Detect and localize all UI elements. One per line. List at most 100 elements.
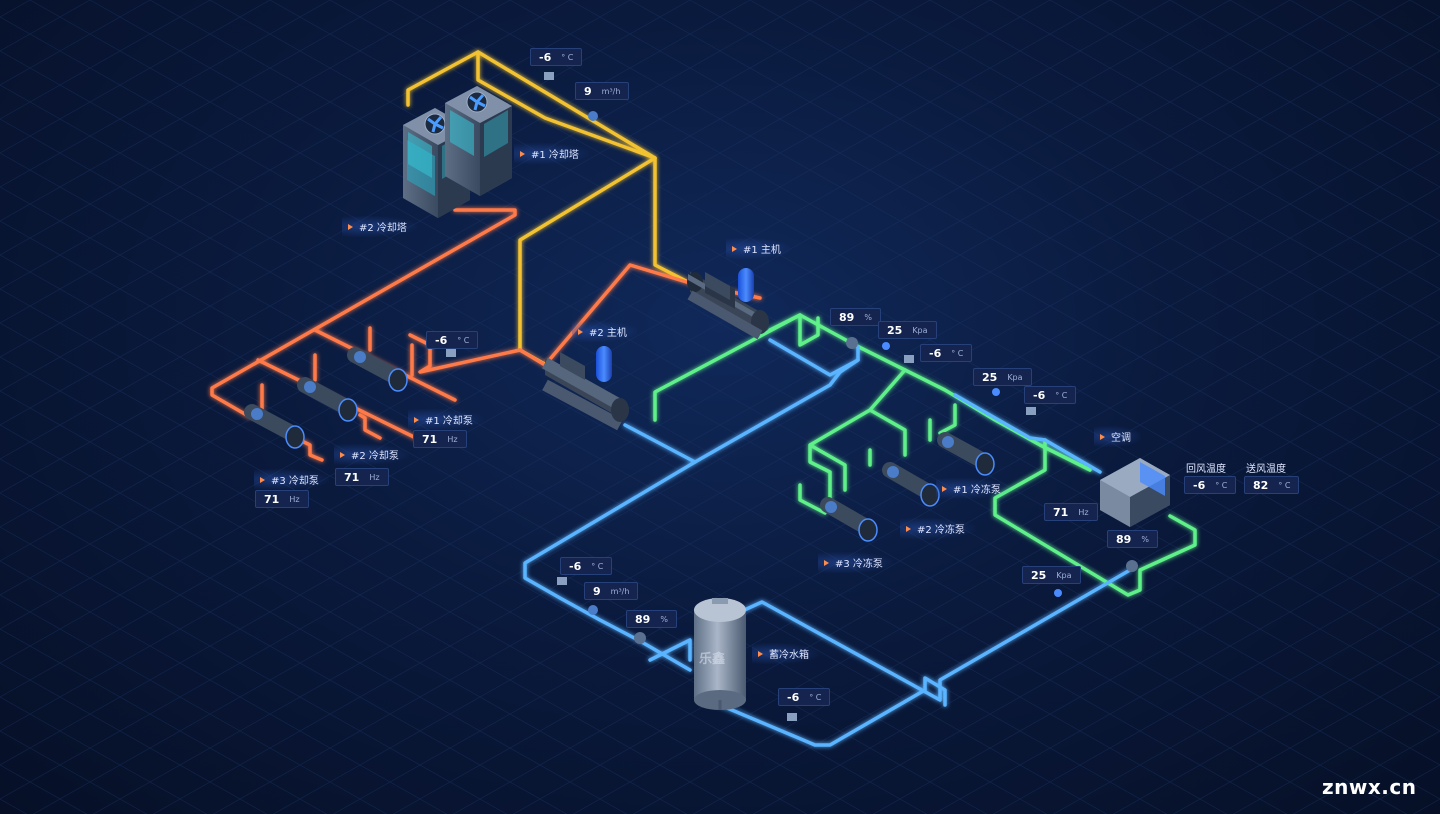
flow-meter-icon [588,111,598,121]
readout-value: 25 [982,370,998,384]
cooling-tower-1[interactable] [445,86,512,196]
label-chiller-2[interactable]: #2 主机 [572,321,637,342]
readout-value: 25 [887,323,903,337]
pipe-chilled-return-4 [738,568,1132,702]
readout-value: 82 [1253,478,1269,492]
cooling-pump-2[interactable] [297,377,358,422]
pressure-gauge-icon [1054,589,1062,597]
readout-ac-freq: 71 Hz [1044,503,1098,521]
return-air-title: 回风温度 [1186,464,1226,475]
label-storage-tank[interactable]: 蓄冷水箱 [752,643,819,664]
readout-value: -6 [1193,478,1206,492]
readout-tank-temp-top: -6° C [560,557,613,575]
readout-unit: % [1141,534,1149,544]
marker-icon [348,223,353,230]
cooling-pump-1[interactable] [347,347,408,392]
pressure-gauge-icon [992,388,1000,396]
readout-value: 89 [839,310,855,324]
label-chilled-pump-3[interactable]: #3 冷冻泵 [818,552,893,573]
readout-unit: Hz [1078,507,1089,517]
marker-icon [824,559,829,566]
cooling-pump-3[interactable] [244,404,305,449]
label-cooling-tower-2[interactable]: #2 冷却塔 [342,216,417,237]
readout-chiller-valve: 89% [830,308,881,326]
readout-unit: ° C [1278,480,1291,490]
tank-logo: 乐鑫 [699,652,726,667]
readout-chiller-temp: -6° C [920,344,973,362]
temp-sensor-icon [446,349,456,357]
readout-unit: Kpa [1056,570,1072,580]
label-chiller-1[interactable]: #1 主机 [726,238,791,259]
readout-cooling-pump-1-freq: 71 Hz [413,430,467,448]
marker-icon [942,485,947,492]
readout-unit: m³/h [601,86,621,96]
pipe-chilled-supply-4 [993,438,1197,597]
chiller-1[interactable] [687,268,769,340]
pipe-chilled-return-6 [953,393,1102,474]
readout-value: 71 [1053,505,1069,519]
label-cooling-tower-1[interactable]: #1 冷却塔 [514,143,589,164]
readout-header-temp: -6° C [1024,386,1077,404]
readout-value: -6 [787,690,800,704]
readout-value: 71 [264,492,280,506]
chilled-pump-1[interactable] [937,432,995,476]
readout-chiller-pressure: 25 Kpa [878,321,937,339]
readout-unit: ° C [1215,480,1228,490]
label-chilled-pump-2[interactable]: #2 冷冻泵 [900,518,975,539]
marker-icon [414,416,419,423]
label-text: #2 冷冻泵 [917,525,965,536]
readout-unit: Hz [447,434,458,444]
label-text: #2 冷却塔 [359,223,407,234]
temp-sensor-icon [787,713,797,721]
readout-value: 71 [344,470,360,484]
pipe-chilled-return [523,423,697,672]
readout-unit: Kpa [912,325,928,335]
readout-unit: Kpa [1007,372,1023,382]
readout-unit: ° C [809,692,822,702]
readout-value: -6 [435,333,448,347]
readout-unit: ° C [1055,390,1068,400]
pressure-gauge-icon [882,342,890,350]
label-text: #3 冷冻泵 [835,559,883,570]
readout-value: 71 [422,432,438,446]
readout-ac-valve: 89% [1107,530,1158,548]
temp-sensor-icon [544,72,554,80]
valve-icon [634,632,646,644]
readout-tank-temp-bottom: -6 ° C [778,688,831,706]
readout-unit: ° C [457,335,470,345]
readout-unit: % [660,614,668,624]
readout-unit: ° C [591,561,604,571]
pipe-cooling-return-2 [408,333,522,374]
readout-cooling-pump-temp: -6 ° C [426,331,479,349]
chilled-pump-3[interactable] [820,497,878,542]
label-cooling-pump-3[interactable]: #3 冷却泵 [254,469,329,490]
label-cooling-pump-1[interactable]: #1 冷却泵 [408,409,483,430]
readout-unit: Hz [369,472,380,482]
pipe-cooling-supply-2 [476,50,657,160]
readout-tank-valve: 89% [626,610,677,628]
pipe-chilled-return-5 [718,676,947,747]
readout-value: -6 [539,50,552,64]
chiller-2[interactable] [542,346,629,431]
chilled-pump-2[interactable] [882,462,940,507]
label-text: #2 冷却泵 [351,451,399,462]
label-cooling-pump-2[interactable]: #2 冷却泵 [334,444,409,465]
storage-tank[interactable] [694,598,746,710]
marker-icon [520,150,525,157]
label-chilled-pump-1[interactable]: #1 冷冻泵 [936,478,1011,499]
air-handling-unit[interactable] [1100,458,1170,527]
fan-icon [427,116,444,133]
pipe-chilled-return-3 [693,358,860,464]
marker-icon [260,476,265,483]
readout-value: 25 [1031,568,1047,582]
supply-air-title: 送风温度 [1246,464,1286,475]
readout-supply-air: 82 ° C [1244,476,1300,494]
marker-icon [578,328,583,335]
pipe-chilled-return-7 [648,638,692,662]
label-air-conditioner[interactable]: 空调 [1094,426,1141,447]
readout-tower-temp: -6° C [530,48,583,66]
